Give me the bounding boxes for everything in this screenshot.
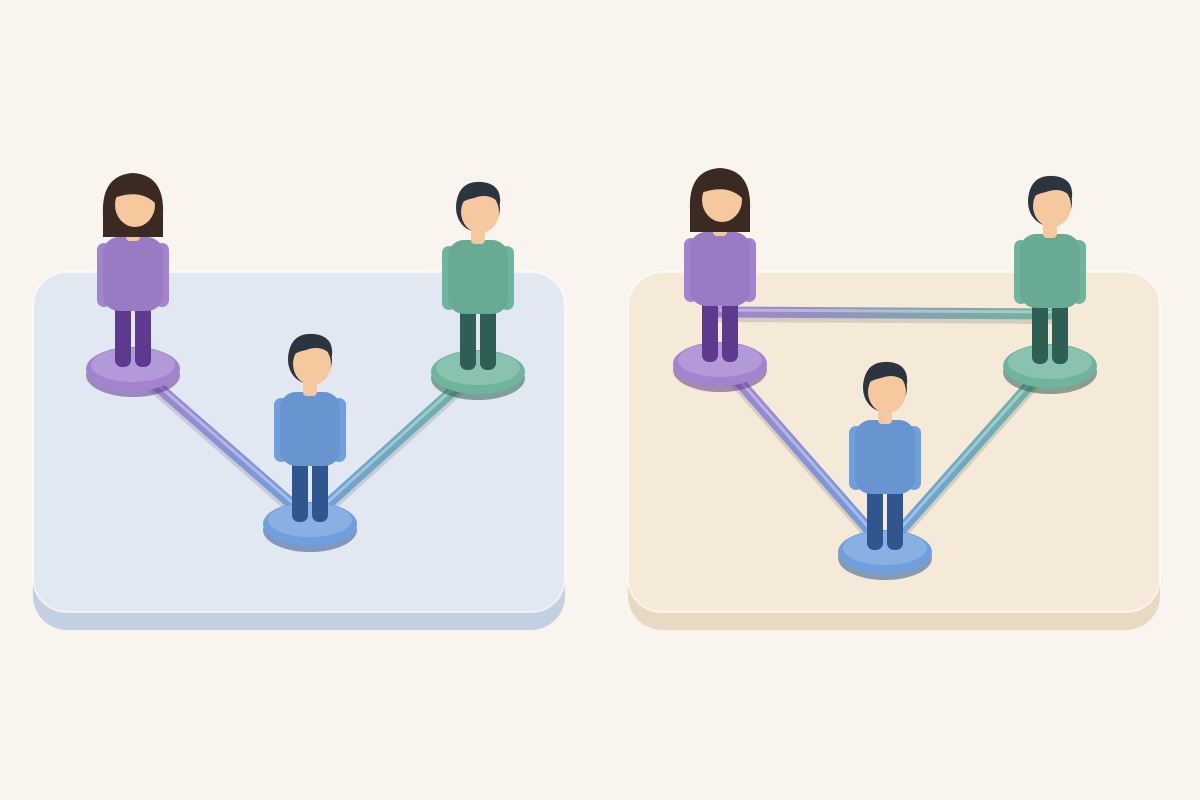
arm-left — [97, 243, 111, 307]
neck — [471, 230, 485, 244]
connections — [714, 306, 1056, 558]
neck — [878, 410, 892, 424]
leg-right — [480, 306, 496, 370]
arm-left — [1014, 240, 1028, 304]
person-blue — [263, 333, 357, 552]
leg-left — [1032, 300, 1048, 364]
arm-left — [849, 426, 863, 490]
arm-right — [742, 238, 756, 302]
diagram-closed-network — [627, 168, 1161, 630]
leg-left — [115, 303, 131, 367]
torso — [1020, 234, 1080, 308]
leg-right — [312, 458, 328, 522]
bangs — [698, 176, 745, 200]
arm-right — [500, 246, 514, 310]
leg-left — [292, 458, 308, 522]
base-disc — [838, 530, 932, 574]
connection-purple-blue — [714, 354, 891, 558]
base-disc — [86, 347, 180, 391]
base-disc — [431, 350, 525, 394]
neck — [303, 382, 317, 396]
torso — [855, 420, 915, 494]
arm-left — [684, 238, 698, 302]
leg-left — [867, 486, 883, 550]
diagram-open-network — [32, 173, 566, 630]
person-green — [431, 181, 525, 400]
neck — [1043, 224, 1057, 238]
torso — [280, 392, 340, 466]
connection-green-blue — [879, 356, 1056, 558]
head — [868, 371, 906, 413]
arm-left — [274, 398, 288, 462]
leg-right — [887, 486, 903, 550]
connection-purple-green — [714, 306, 1056, 324]
arm-right — [332, 398, 346, 462]
person-purple — [86, 173, 180, 397]
hair-top — [1028, 175, 1073, 200]
base-disc — [263, 502, 357, 546]
leg-left — [702, 298, 718, 362]
head — [293, 343, 331, 385]
bangs — [111, 181, 158, 205]
arm-right — [1072, 240, 1086, 304]
person-green — [1003, 175, 1097, 394]
arm-right — [155, 243, 169, 307]
person-blue — [838, 361, 932, 580]
leg-right — [135, 303, 151, 367]
person-purple — [673, 168, 767, 392]
head — [1033, 185, 1071, 227]
hair-top — [456, 181, 501, 206]
base-disc — [673, 342, 767, 386]
arm-right — [907, 426, 921, 490]
leg-left — [460, 306, 476, 370]
head — [461, 191, 499, 233]
leg-right — [722, 298, 738, 362]
hair-top — [288, 333, 333, 358]
hair-top — [863, 361, 908, 386]
base-disc — [1003, 344, 1097, 388]
torso — [103, 237, 163, 311]
torso — [448, 240, 508, 314]
arm-left — [442, 246, 456, 310]
torso — [690, 232, 750, 306]
leg-right — [1052, 300, 1068, 364]
